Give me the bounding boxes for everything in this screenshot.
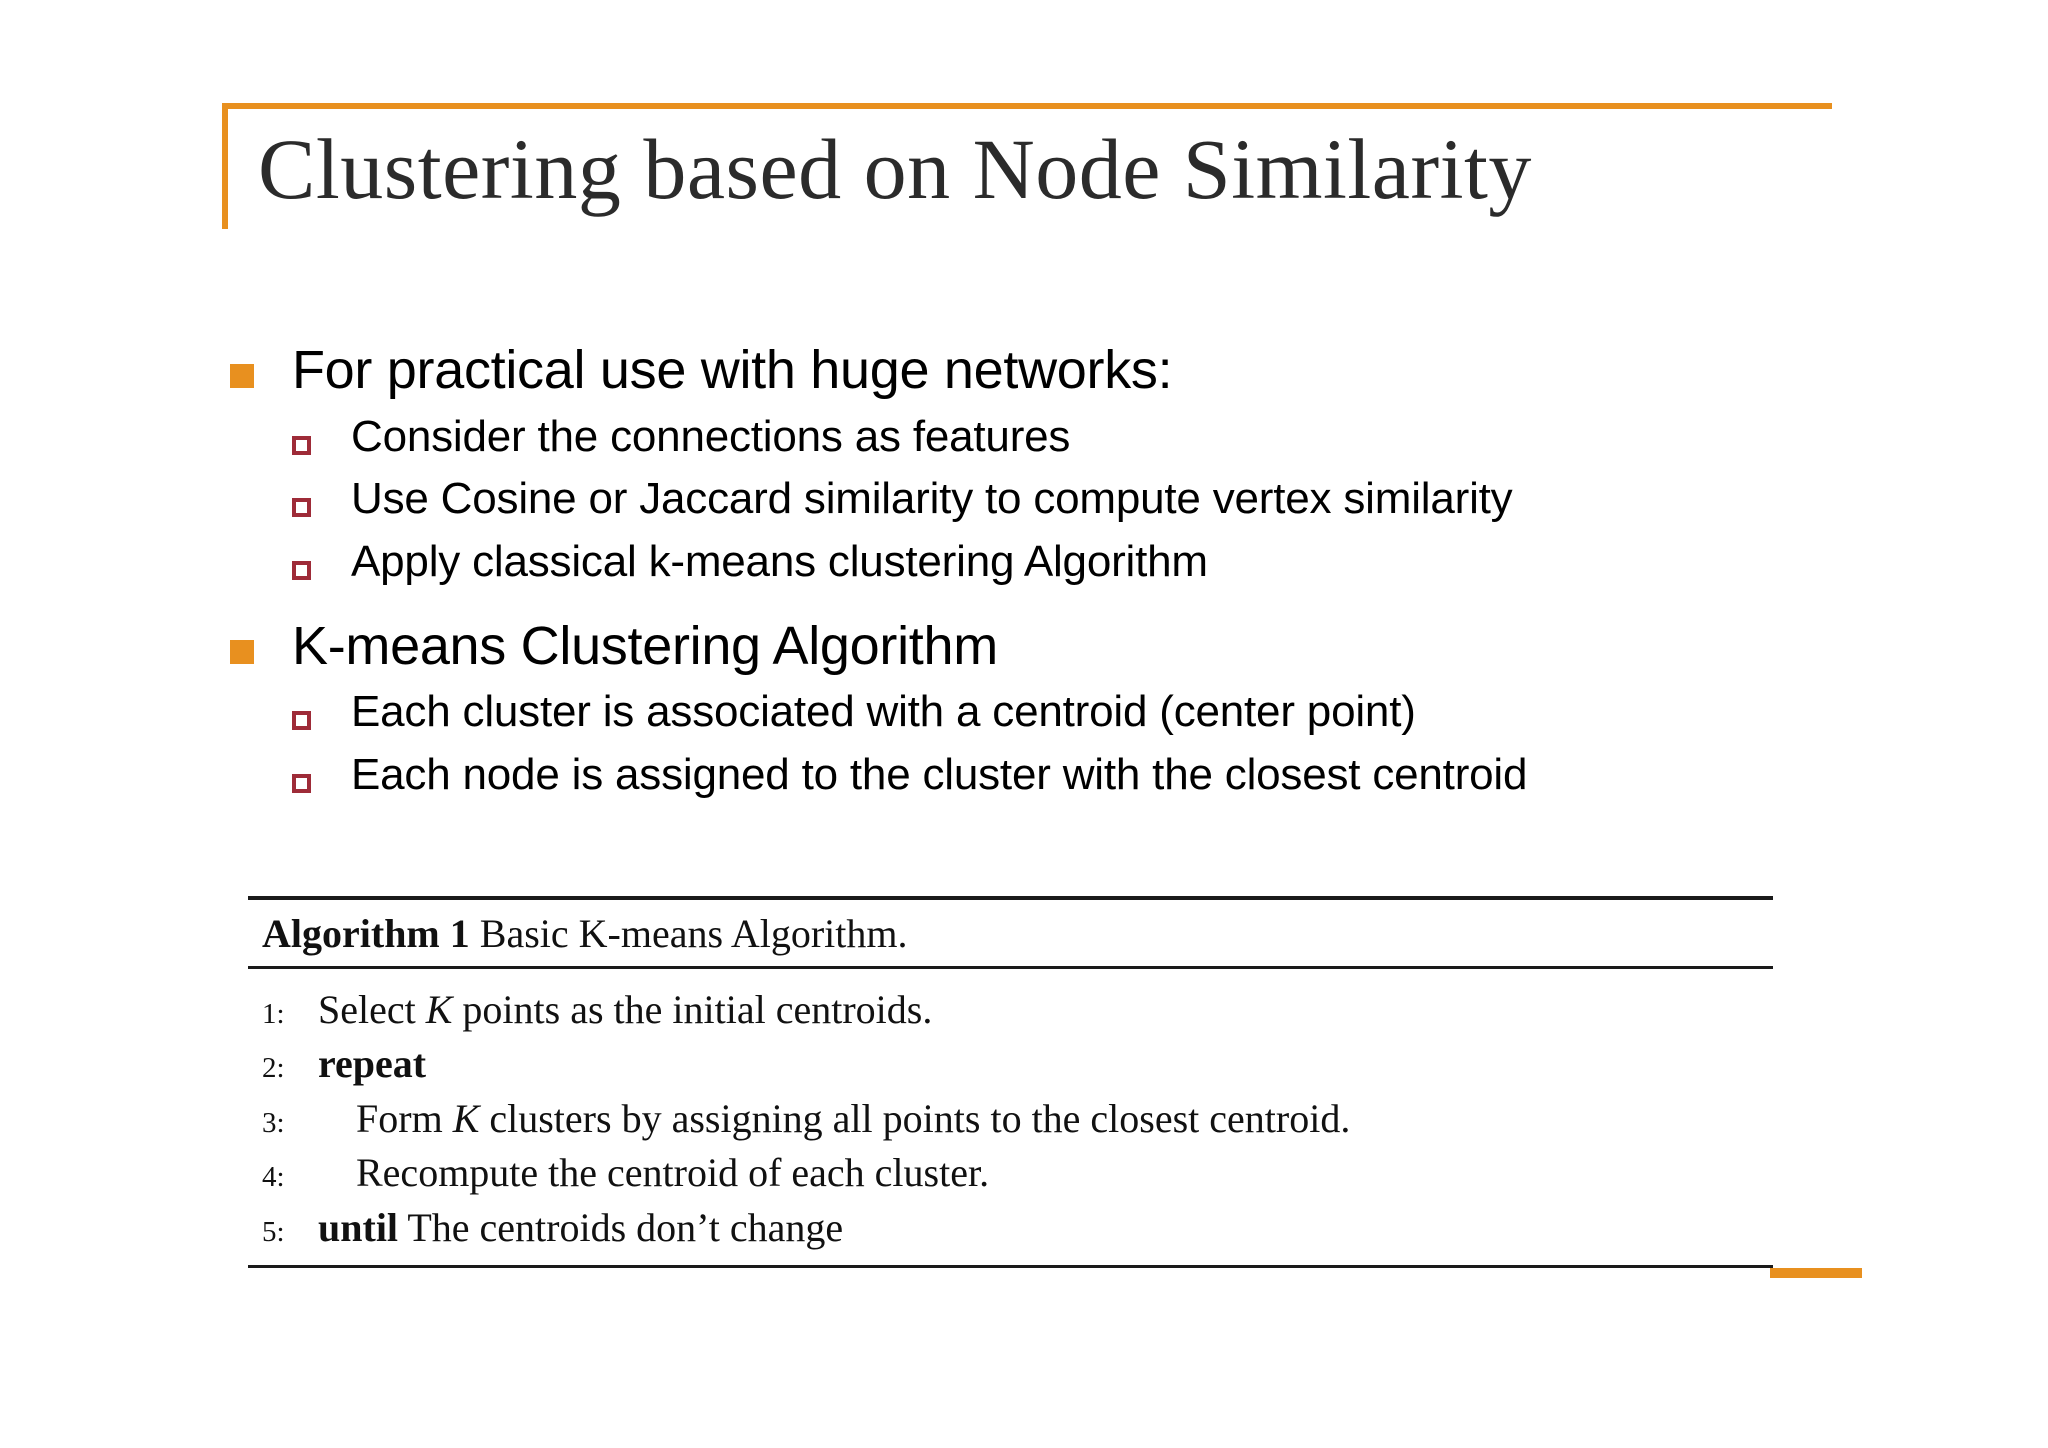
- bullet-level2-item: Consider the connections as features: [292, 410, 1930, 465]
- bullet-level1-label: K-means Clustering Algorithm: [292, 615, 998, 676]
- algorithm-step-math-var: K: [452, 1095, 480, 1141]
- algorithm-step-text-part: Form: [356, 1095, 453, 1141]
- algorithm-step: 3: Form K clusters by assigning all poin…: [262, 1092, 1773, 1146]
- algorithm-step-text: until The centroids don’t change: [318, 1205, 1773, 1251]
- algorithm-block: Algorithm 1 Basic K-means Algorithm. 1: …: [248, 896, 1773, 1268]
- bullet-level2-label: Consider the connections as features: [351, 411, 1071, 461]
- algorithm-step-text: repeat: [318, 1041, 1773, 1087]
- algorithm-step-text-part: points as the initial centroids.: [452, 987, 933, 1032]
- algorithm-step-number: 5:: [262, 1215, 285, 1248]
- algorithm-step-text-part: Recompute the centroid of each cluster.: [356, 1150, 990, 1196]
- footer-accent-bar: [1770, 1268, 1862, 1278]
- square-bullet-icon: [230, 364, 254, 388]
- bullet-level2-label: Each node is assigned to the cluster wit…: [351, 749, 1528, 799]
- algorithm-step-text-part: Select: [318, 987, 426, 1032]
- bullet-level2-item: Each cluster is associated with a centro…: [292, 685, 1930, 740]
- algorithm-step-number: 2:: [262, 1052, 285, 1085]
- algorithm-keyword: repeat: [318, 1041, 427, 1087]
- algorithm-step: 1: Select K points as the initial centro…: [262, 983, 1773, 1037]
- algorithm-step-math-var: K: [425, 987, 453, 1032]
- algorithm-caption: Algorithm 1 Basic K-means Algorithm.: [248, 900, 1773, 966]
- algorithm-keyword: until: [318, 1204, 399, 1250]
- bullet-level2-label: Each cluster is associated with a centro…: [351, 687, 1416, 737]
- algorithm-step-text-part: clusters by assigning all points to the …: [479, 1095, 1351, 1141]
- title-frame-top-rule: [222, 103, 1832, 109]
- bullet-level1-item: K-means Clustering Algorithm: [230, 614, 1930, 680]
- algorithm-step-number: 4:: [262, 1161, 285, 1194]
- algorithm-step-text: Form K clusters by assigning all points …: [318, 1096, 1773, 1142]
- bullet-level1-item: For practical use with huge networks:: [230, 338, 1930, 404]
- hollow-square-bullet-icon: [292, 711, 311, 731]
- hollow-square-bullet-icon: [292, 498, 311, 518]
- algorithm-step-text-part: The centroids don’t change: [398, 1204, 844, 1250]
- algorithm-steps: 1: Select K points as the initial centro…: [248, 969, 1773, 1265]
- algorithm-step-number: 1:: [262, 998, 285, 1030]
- algorithm-caption-space: [470, 911, 480, 956]
- square-bullet-icon: [230, 639, 254, 664]
- hollow-square-bullet-icon: [292, 435, 311, 455]
- hollow-square-bullet-icon: [292, 773, 311, 793]
- algorithm-caption-rule: [248, 966, 1773, 969]
- title-frame-left-rule: [222, 103, 228, 229]
- page-title: Clustering based on Node Similarity: [258, 121, 1532, 217]
- algorithm-step: 5: until The centroids don’t change: [262, 1201, 1773, 1255]
- bullet-group-spacer: [230, 598, 1930, 614]
- algorithm-step-number: 3:: [262, 1106, 285, 1139]
- bullet-level2-label: Use Cosine or Jaccard similarity to comp…: [351, 474, 1513, 524]
- algorithm-caption-title: Basic K-means Algorithm.: [479, 911, 908, 956]
- algorithm-step: 2: repeat: [262, 1037, 1773, 1091]
- hollow-square-bullet-icon: [292, 560, 311, 580]
- bullet-list: For practical use with huge networks: Co…: [230, 338, 1930, 810]
- bullet-level2-item: Apply classical k-means clustering Algor…: [292, 535, 1930, 590]
- bullet-level2-label: Apply classical k-means clustering Algor…: [351, 536, 1208, 586]
- algorithm-bottom-rule: [248, 1264, 1773, 1268]
- bullet-level2-item: Each node is assigned to the cluster wit…: [292, 748, 1930, 803]
- algorithm-caption-label: Algorithm 1: [262, 911, 470, 956]
- algorithm-top-rule: [248, 896, 1773, 900]
- algorithm-step: 4: Recompute the centroid of each cluste…: [262, 1146, 1773, 1200]
- algorithm-step-text: Recompute the centroid of each cluster.: [318, 1150, 1773, 1196]
- bullet-level2-item: Use Cosine or Jaccard similarity to comp…: [292, 472, 1930, 527]
- bullet-level1-label: For practical use with huge networks:: [292, 340, 1173, 400]
- algorithm-step-text: Select K points as the initial centroids…: [318, 987, 1773, 1033]
